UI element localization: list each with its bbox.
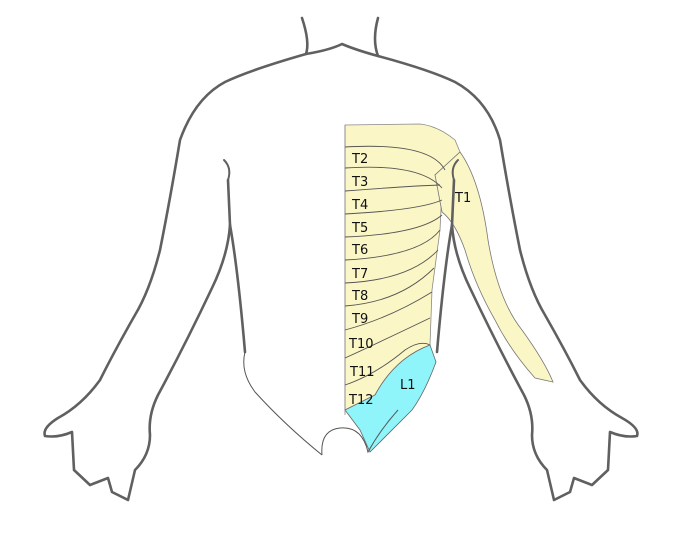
label-t8: T8 xyxy=(351,289,368,304)
label-l1: L1 xyxy=(400,378,416,393)
label-t1: T1 xyxy=(454,191,471,206)
label-t4: T4 xyxy=(351,198,368,213)
label-t3: T3 xyxy=(351,175,368,190)
body-outline xyxy=(43,16,639,502)
dermatome-boundaries xyxy=(344,145,446,386)
pelvis-outline xyxy=(243,351,399,456)
label-t10: T10 xyxy=(348,337,373,352)
label-t7: T7 xyxy=(351,267,368,282)
label-t2: T2 xyxy=(351,152,368,167)
label-t5: T5 xyxy=(351,221,368,236)
label-t11: T11 xyxy=(349,365,374,380)
label-t9: T9 xyxy=(351,312,368,327)
l1-region xyxy=(344,344,437,453)
t1-arm-band xyxy=(434,151,554,383)
label-t12: T12 xyxy=(348,393,373,408)
label-t6: T6 xyxy=(351,243,368,258)
